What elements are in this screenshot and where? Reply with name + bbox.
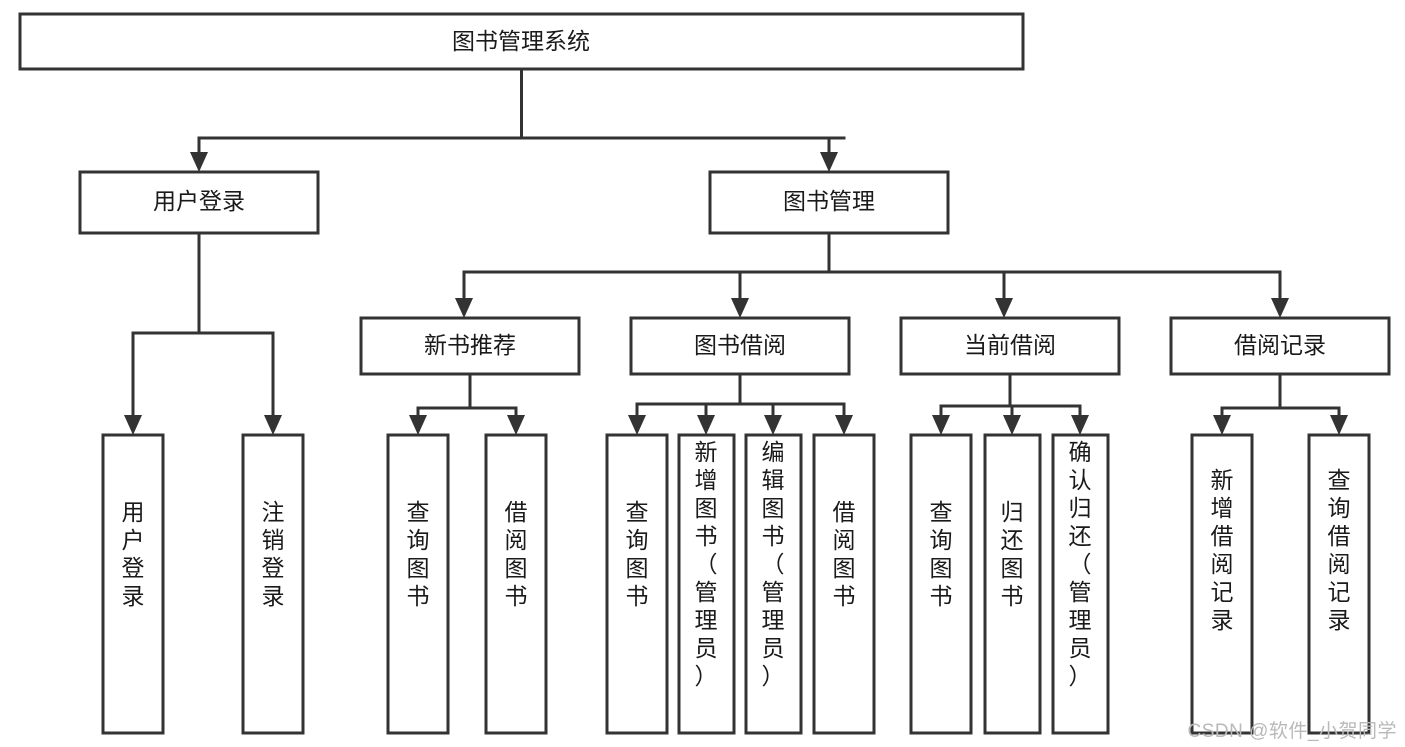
connector-group-book-borrow bbox=[628, 372, 853, 435]
arrow-head-book-manage bbox=[820, 152, 838, 172]
node-current-borrow-label: 当前借阅 bbox=[964, 332, 1056, 358]
node-current-borrow-box[interactable] bbox=[899, 316, 1121, 376]
arrow-head-leaf-query-book-3 bbox=[932, 415, 950, 435]
node-book-manage[interactable]: 图书管理 bbox=[708, 170, 950, 235]
arrow-head-leaf-borrow-book-2 bbox=[835, 415, 853, 435]
node-leaf-add-book-box[interactable] bbox=[677, 433, 736, 735]
node-leaf-query-book-3-label: 查询图书 bbox=[930, 499, 953, 609]
node-leaf-edit-book-box[interactable] bbox=[744, 433, 803, 735]
node-leaf-edit-book-label: 编辑图书（管理员） bbox=[762, 439, 785, 689]
arrow-head-leaf-borrow-book-1 bbox=[507, 415, 525, 435]
arrow-head-leaf-query-record bbox=[1330, 415, 1348, 435]
connector-group-borrow-record bbox=[1213, 372, 1348, 435]
node-root-box[interactable] bbox=[18, 12, 1025, 71]
node-new-book-rec-box[interactable] bbox=[359, 316, 581, 376]
connector-group-book-manage bbox=[455, 231, 1289, 318]
arrow-head-leaf-confirm-return bbox=[1071, 415, 1089, 435]
arrow-head-new-book-rec bbox=[455, 298, 473, 318]
node-leaf-user-logout-box[interactable] bbox=[241, 433, 305, 735]
node-leaf-query-book-2-box[interactable] bbox=[605, 433, 669, 735]
arrow-head-user-login bbox=[190, 152, 208, 172]
connector-group-current-borrow bbox=[932, 372, 1089, 435]
node-leaf-query-book-1-box[interactable] bbox=[386, 433, 450, 735]
node-borrow-record[interactable]: 借阅记录 bbox=[1169, 316, 1391, 376]
node-user-login-label: 用户登录 bbox=[153, 188, 245, 214]
arrow-head-book-borrow bbox=[731, 298, 749, 318]
node-leaf-query-record-label: 查询借阅记录 bbox=[1328, 467, 1351, 633]
node-leaf-add-record-label: 新增借阅记录 bbox=[1211, 467, 1234, 633]
arrow-head-leaf-add-book bbox=[697, 415, 715, 435]
node-leaf-confirm-return[interactable]: 确认归还（管理员） bbox=[1051, 433, 1110, 735]
node-leaf-borrow-book-2[interactable]: 借阅图书 bbox=[812, 433, 876, 735]
node-book-borrow-box[interactable] bbox=[629, 316, 851, 376]
node-leaf-borrow-book-1-box[interactable] bbox=[484, 433, 548, 735]
node-leaf-add-book[interactable]: 新增图书（管理员） bbox=[677, 433, 736, 735]
arrow-head-leaf-user-login bbox=[124, 415, 142, 435]
node-new-book-rec[interactable]: 新书推荐 bbox=[359, 316, 581, 376]
arrow-head-leaf-edit-book bbox=[764, 415, 782, 435]
arrow-head-leaf-user-logout bbox=[264, 415, 282, 435]
node-user-login-box[interactable] bbox=[78, 170, 320, 235]
node-leaf-query-book-3-box[interactable] bbox=[909, 433, 973, 735]
node-leaf-edit-book[interactable]: 编辑图书（管理员） bbox=[744, 433, 803, 735]
node-borrow-record-box[interactable] bbox=[1169, 316, 1391, 376]
node-borrow-record-label: 借阅记录 bbox=[1234, 332, 1326, 358]
node-leaf-query-book-1[interactable]: 查询图书 bbox=[386, 433, 450, 735]
node-leaf-user-logout-label: 注销登录 bbox=[262, 499, 285, 609]
node-root-label: 图书管理系统 bbox=[452, 28, 590, 54]
arrow-head-leaf-return-book bbox=[1003, 415, 1021, 435]
node-leaf-query-record[interactable]: 查询借阅记录 bbox=[1307, 433, 1371, 735]
node-leaf-user-login[interactable]: 用户登录 bbox=[101, 433, 165, 735]
node-leaf-add-record-box[interactable] bbox=[1190, 433, 1254, 735]
node-root[interactable]: 图书管理系统 bbox=[18, 12, 1025, 71]
connector-group-root bbox=[190, 67, 846, 172]
node-leaf-return-book[interactable]: 归还图书 bbox=[983, 433, 1042, 735]
node-leaf-query-book-1-label: 查询图书 bbox=[407, 499, 430, 609]
arrow-head-leaf-add-record bbox=[1213, 415, 1231, 435]
node-leaf-user-logout[interactable]: 注销登录 bbox=[241, 433, 305, 735]
node-leaf-query-book-3[interactable]: 查询图书 bbox=[909, 433, 973, 735]
node-leaf-add-book-label: 新增图书（管理员） bbox=[695, 439, 718, 689]
node-leaf-user-login-label: 用户登录 bbox=[122, 499, 145, 609]
node-leaf-confirm-return-box[interactable] bbox=[1051, 433, 1110, 735]
arrow-head-current-borrow bbox=[995, 298, 1013, 318]
node-leaf-return-book-box[interactable] bbox=[983, 433, 1042, 735]
node-leaf-query-book-2-label: 查询图书 bbox=[626, 499, 649, 609]
node-leaf-borrow-book-2-box[interactable] bbox=[812, 433, 876, 735]
node-leaf-query-record-box[interactable] bbox=[1307, 433, 1371, 735]
node-current-borrow[interactable]: 当前借阅 bbox=[899, 316, 1121, 376]
node-book-manage-box[interactable] bbox=[708, 170, 950, 235]
node-leaf-query-book-2[interactable]: 查询图书 bbox=[605, 433, 669, 735]
node-leaf-borrow-book-1-label: 借阅图书 bbox=[505, 499, 528, 609]
arrow-head-leaf-query-book-2 bbox=[628, 415, 646, 435]
connector-group-new-book-rec bbox=[409, 372, 525, 435]
node-new-book-rec-label: 新书推荐 bbox=[424, 332, 516, 358]
node-book-manage-label: 图书管理 bbox=[783, 188, 875, 214]
node-leaf-user-login-box[interactable] bbox=[101, 433, 165, 735]
arrow-head-borrow-record bbox=[1271, 298, 1289, 318]
connector-group-user-login bbox=[124, 231, 282, 435]
node-book-borrow-label: 图书借阅 bbox=[694, 332, 786, 358]
csdn-watermark: CSDN @软件_小贺同学 bbox=[1187, 721, 1397, 742]
node-leaf-borrow-book-1[interactable]: 借阅图书 bbox=[484, 433, 548, 735]
node-user-login[interactable]: 用户登录 bbox=[78, 170, 320, 235]
node-leaf-confirm-return-label: 确认归还（管理员） bbox=[1069, 439, 1092, 689]
node-book-borrow[interactable]: 图书借阅 bbox=[629, 316, 851, 376]
node-leaf-add-record[interactable]: 新增借阅记录 bbox=[1190, 433, 1254, 735]
node-leaf-return-book-label: 归还图书 bbox=[1001, 499, 1024, 609]
node-leaf-borrow-book-2-label: 借阅图书 bbox=[833, 499, 856, 609]
arrow-head-leaf-query-book-1 bbox=[409, 415, 427, 435]
